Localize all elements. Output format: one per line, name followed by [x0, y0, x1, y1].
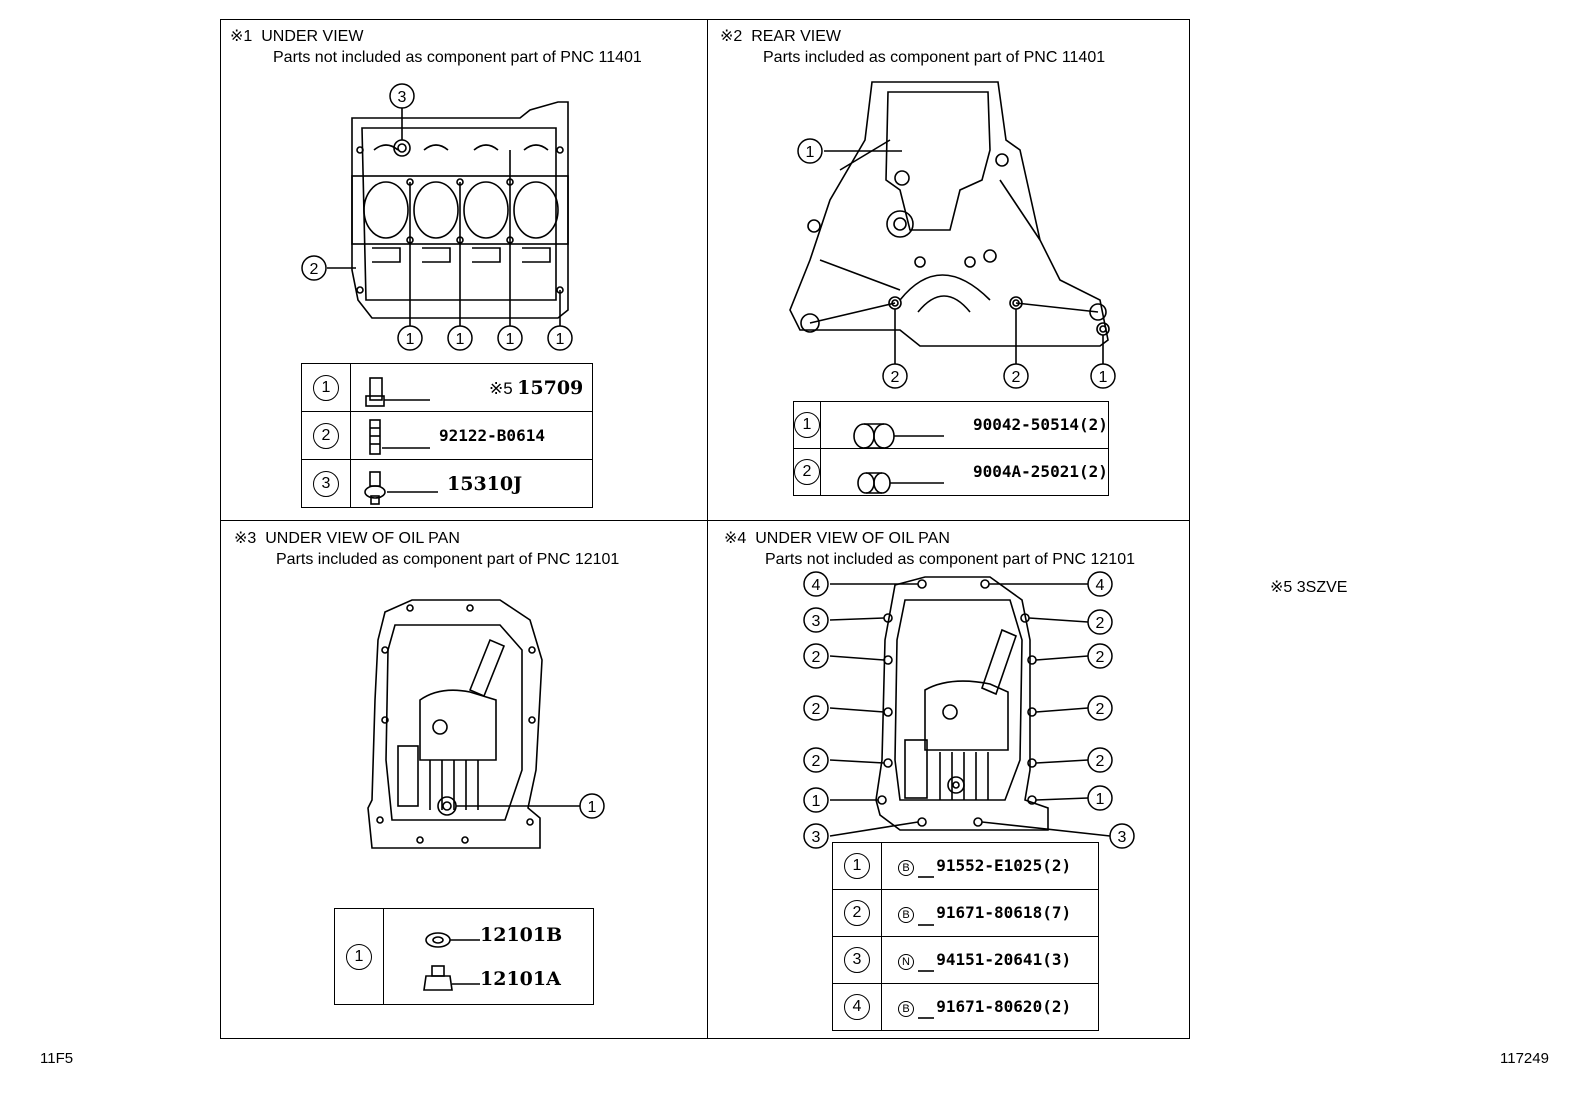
part-number: 12101B [480, 923, 563, 946]
ref-badge: 1 [794, 412, 820, 438]
rear-view-illustration [789, 81, 1110, 364]
callout-3: 3 [398, 89, 407, 106]
callout-1: 1 [406, 331, 415, 348]
engine-code-note: ※5 3SZVE [1270, 579, 1348, 596]
part-number: 12101A [480, 967, 561, 990]
callout-1: 1 [456, 331, 465, 348]
callout-2: 2 [812, 701, 821, 718]
callout-1: 1 [506, 331, 515, 348]
callout-2: 2 [1096, 753, 1105, 770]
callout-3: 3 [812, 613, 821, 630]
callout-1: 1 [1096, 791, 1105, 808]
panel3-title: ※3 UNDER VIEW OF OIL PAN [234, 530, 460, 547]
ref-badge: 1 [844, 853, 870, 879]
callout-3: 3 [1118, 829, 1127, 846]
oil-pan-illustration-4 [829, 576, 1111, 837]
callout-2: 2 [310, 261, 319, 278]
parts-table-4: 1 B 91552-E1025(2) 2 B 91671-80618(7) 3 … [832, 842, 1099, 1031]
ref-badge: 2 [794, 459, 820, 485]
part-number: 94151-20641(3) [936, 950, 1072, 969]
bolt-mark: B [898, 1001, 914, 1017]
callout-2: 2 [1096, 615, 1105, 632]
callout-4: 4 [812, 577, 821, 594]
ref-badge: 1 [346, 943, 372, 970]
panel1-subtitle: Parts not included as component part of … [273, 49, 642, 66]
panel3-subtitle: Parts included as component part of PNC … [276, 551, 620, 568]
bolt-mark: B [898, 907, 914, 923]
diagram-frame [220, 19, 1190, 1039]
page-code-left: 11F5 [40, 1050, 74, 1067]
callout-4: 4 [1096, 577, 1105, 594]
panel2-title: ※2 REAR VIEW [720, 28, 841, 45]
part-number: 90042-50514(2) [973, 415, 1108, 434]
callout-2: 2 [1096, 649, 1105, 666]
ref-badge: 2 [313, 422, 339, 449]
ref-badge: 1 [313, 374, 339, 401]
ref-badge: 2 [844, 900, 870, 926]
vertical-divider [707, 19, 708, 1039]
horizontal-divider [220, 520, 1190, 521]
callout-2: 2 [812, 649, 821, 666]
parts-table-2: 1 90042-50514(2) 2 9004A-25021(2) [793, 401, 1109, 496]
part-number: 91552-E1025(2) [936, 856, 1072, 875]
callout-1: 1 [812, 793, 821, 810]
engine-marker: ※5 [489, 378, 513, 398]
callout-1: 1 [556, 331, 565, 348]
ref-badge: 3 [844, 947, 870, 973]
panel1-title: ※1 UNDER VIEW [230, 28, 364, 45]
part-number: 91671-80620(2) [936, 997, 1072, 1016]
parts-table-3: 1 12101B 12101A [334, 908, 594, 1005]
callout-2: 2 [1096, 701, 1105, 718]
part-number: 9004A-25021(2) [973, 462, 1108, 481]
callout-1: 1 [1099, 369, 1108, 386]
callout-3: 3 [812, 829, 821, 846]
ref-badge: 4 [844, 994, 870, 1020]
callout-2: 2 [1012, 369, 1021, 386]
panel2-subtitle: Parts included as component part of PNC … [763, 49, 1106, 66]
callout-1: 1 [806, 144, 815, 161]
bolt-mark: B [898, 860, 914, 876]
page-code-right: 117249 [1500, 1050, 1549, 1067]
panel4-title: ※4 UNDER VIEW OF OIL PAN [724, 530, 950, 547]
part-number: 15310J [447, 472, 523, 495]
oil-pan-illustration-3 [367, 599, 580, 849]
part-number: 91671-80618(7) [936, 903, 1072, 922]
callout-2: 2 [812, 753, 821, 770]
callout-numbers: 3 2 1 1 1 1 1 2 2 1 1 4 3 2 2 2 1 3 4 2 … [310, 89, 1127, 846]
parts-table-1: 1 ※5 15709 2 92122-B0614 3 15310J [301, 363, 593, 508]
part-number: 15709 [517, 376, 584, 399]
callout-circles [301, 83, 1135, 849]
cylinder-block-illustration [327, 101, 569, 326]
callout-1: 1 [588, 799, 597, 816]
part-number: 92122-B0614 [439, 425, 545, 445]
bolt-mark: N [898, 954, 914, 970]
ref-badge: 3 [313, 470, 339, 497]
callout-2: 2 [891, 369, 900, 386]
panel4-subtitle: Parts not included as component part of … [765, 551, 1135, 568]
